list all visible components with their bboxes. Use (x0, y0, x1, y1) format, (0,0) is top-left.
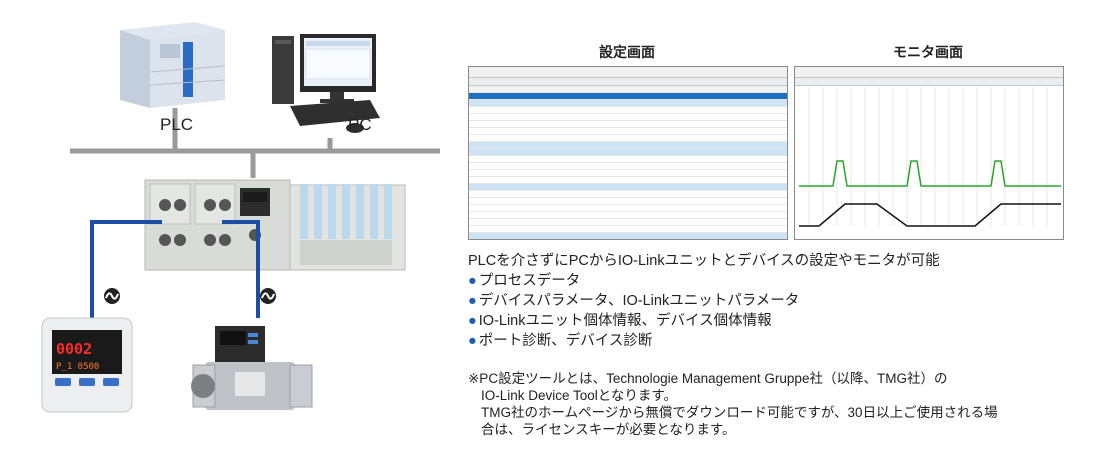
bullet-dot-icon: ● (468, 293, 477, 309)
list-item: ●プロセスデータ (468, 273, 581, 289)
pc-icon (272, 34, 380, 133)
table-row[interactable] (469, 135, 787, 142)
table-row[interactable] (469, 100, 787, 107)
monitor-waveform-chart (799, 86, 1061, 227)
list-item: ●IO-Linkユニット個体情報、デバイス個体情報 (468, 313, 772, 329)
system-diagram: 0002 P_1 0500 (41, 22, 440, 413)
monitor-screen-title: モニタ画面 (893, 45, 963, 61)
table-row[interactable] (469, 233, 787, 239)
analog-signal-line (799, 203, 1061, 227)
table-row[interactable] (469, 128, 787, 135)
digital-signal-line (799, 160, 1061, 187)
io-link-manifold (144, 179, 406, 271)
footnote-line: IO-Link Device Toolとなります。 (481, 388, 678, 403)
io-link-icon (260, 288, 276, 304)
table-row[interactable] (469, 170, 787, 177)
table-row[interactable] (469, 191, 787, 198)
settings-screen-window (468, 66, 788, 240)
table-row[interactable] (469, 149, 787, 156)
feature-list: ●プロセスデータ ●デバイスパラメータ、IO-Linkユニットパラメータ ●IO… (468, 271, 1068, 351)
footnote-line: ※PC設定ツールとは、Technologie Management Gruppe… (468, 371, 948, 386)
table-row[interactable] (469, 163, 787, 170)
bullet-dot-icon: ● (468, 333, 477, 349)
flow-switch-device (191, 326, 313, 410)
table-header (469, 86, 787, 93)
tab-strip (469, 78, 787, 86)
footnote-line: TMG社のホームページから無償でダウンロード可能ですが、30日以上ご使用される場 (481, 405, 998, 420)
footnote: ※PC設定ツールとは、Technologie Management Gruppe… (468, 370, 1088, 438)
bullet-dot-icon: ● (468, 313, 477, 329)
table-row[interactable] (469, 212, 787, 219)
tab-strip (795, 78, 1063, 86)
monitor-screen-window (794, 66, 1064, 240)
table-row[interactable] (469, 198, 787, 205)
plc-label: PLC (160, 115, 194, 134)
cable-to-flow-switch (222, 220, 260, 318)
table-row[interactable] (469, 107, 787, 114)
pc-label: PC (348, 115, 372, 134)
table-row[interactable] (469, 114, 787, 121)
pressure-display-digits: 0002 (56, 340, 92, 358)
io-link-icon (104, 288, 120, 304)
table-row[interactable] (469, 219, 787, 226)
pressure-display-sub: P_1 0500 (56, 362, 99, 372)
toolbar (795, 67, 1063, 78)
settings-screen-title: 設定画面 (599, 45, 655, 61)
table-row[interactable] (469, 156, 787, 163)
footnote-line: 合は、ライセンスキーが必要となります。 (481, 422, 736, 437)
cable-to-pressure-switch (90, 220, 162, 318)
table-row[interactable] (469, 226, 787, 233)
table-row[interactable] (469, 93, 787, 100)
toolbar (469, 67, 787, 78)
list-item: ●ポート診断、デバイス診断 (468, 333, 653, 349)
table-row[interactable] (469, 177, 787, 184)
table-row[interactable] (469, 184, 787, 191)
bullet-dot-icon: ● (468, 273, 477, 289)
table-row[interactable] (469, 121, 787, 128)
plc-icon (120, 22, 226, 108)
description-text: PLCを介さずにPCからIO-Linkユニットとデバイスの設定やモニタが可能 (468, 253, 940, 269)
table-row[interactable] (469, 142, 787, 149)
list-item: ●デバイスパラメータ、IO-Linkユニットパラメータ (468, 293, 800, 309)
pressure-switch-device (41, 317, 133, 413)
table-row[interactable] (469, 205, 787, 212)
